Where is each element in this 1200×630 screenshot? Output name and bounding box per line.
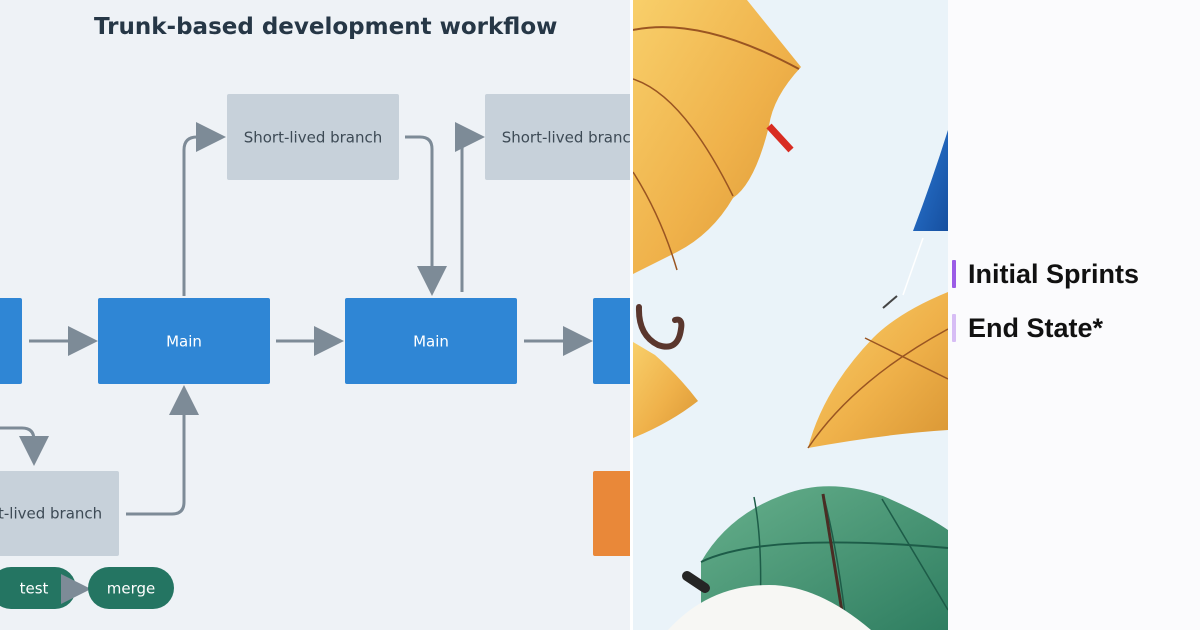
workflow-diagram: Short-lived branch Short-lived branch Ma… <box>0 94 630 609</box>
orange-node-right-edge <box>593 471 630 556</box>
right-yellow-umbrella <box>808 292 948 448</box>
arrow-main-two-to-right-branch <box>455 122 485 292</box>
legend-item-initial-sprints: Initial Sprints <box>952 255 1139 293</box>
short-lived-branch-bottom-left-label: rt-lived branch <box>0 505 102 523</box>
blue-umbrella-edge <box>913 130 948 231</box>
main-node-one-label: Main <box>166 333 202 351</box>
merge-action-pill <box>88 567 174 609</box>
top-yellow-umbrella <box>633 0 801 274</box>
legend-end-state-color-bar <box>952 314 956 342</box>
main-node-left-edge <box>0 298 22 384</box>
legend-panel: Initial Sprints End State* <box>948 0 1200 630</box>
left-lower-yellow-umbrella <box>633 342 698 438</box>
arrow-bottom-branch-to-main-one <box>126 385 199 516</box>
short-lived-branch-top-right-label: Short-lived branch <box>502 129 630 147</box>
short-lived-branch-top-center-label: Short-lived branch <box>244 129 383 147</box>
test-action-label: test <box>20 580 49 598</box>
legend-initial-sprints-color-bar <box>952 260 956 288</box>
arrow-left-to-bottom-branch <box>0 426 49 466</box>
white-umbrella-bottom <box>668 585 871 630</box>
umbrella-photo-panel <box>633 0 948 630</box>
arrow-main-one-to-top-branch <box>182 122 226 296</box>
legend-end-state-label: End State* <box>968 312 1104 343</box>
merge-action-label: merge <box>107 580 156 598</box>
main-node-right-edge <box>593 298 630 384</box>
umbrella-photo <box>633 0 948 630</box>
legend-initial-sprints-label: Initial Sprints <box>968 258 1140 289</box>
arrow-top-branch-to-main-two <box>405 135 447 296</box>
main-node-one <box>98 298 270 384</box>
test-action-pill <box>0 567 76 609</box>
diagram-title: Trunk-based development workflow <box>94 14 558 40</box>
left-umbrella-handle <box>635 304 685 350</box>
legend-item-end-state: End State* <box>952 309 1103 347</box>
short-lived-branch-bottom-left <box>0 471 119 556</box>
short-lived-branch-top-center <box>227 94 399 180</box>
main-node-two <box>345 298 517 384</box>
workflow-diagram-panel: Trunk-based development workflow Short-l… <box>0 0 630 630</box>
short-lived-branch-top-right <box>485 94 630 180</box>
main-node-two-label: Main <box>413 333 449 351</box>
